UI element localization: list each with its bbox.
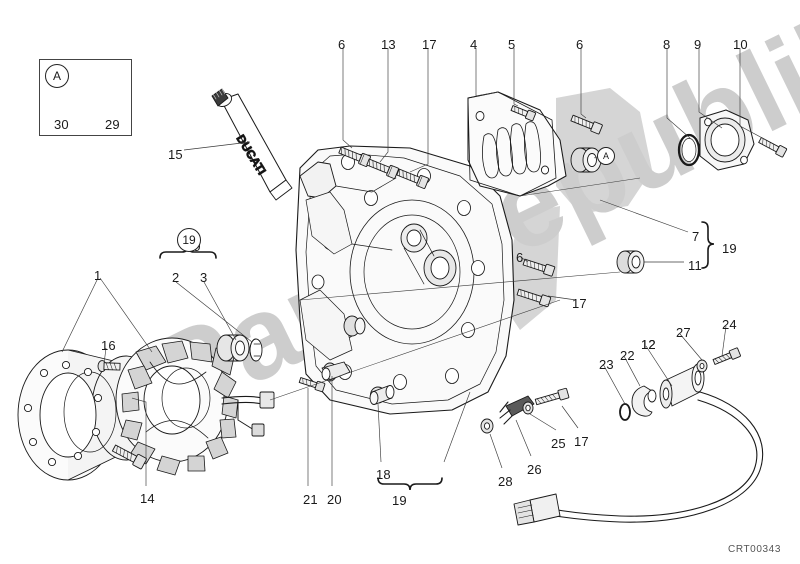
- callout-label-18: 18: [376, 467, 391, 482]
- callout-label-21: 21: [303, 492, 318, 507]
- callout-label-7: 7: [692, 229, 700, 244]
- flywheel-rotor: [17, 349, 161, 481]
- callout-label-6: 6: [576, 37, 584, 52]
- callout-label-6: 6: [516, 250, 524, 265]
- bolt-6-mid: [522, 258, 556, 277]
- stator-assembly: [115, 337, 275, 476]
- callout-label-5: 5: [508, 37, 516, 52]
- bolt-17-mid: [516, 288, 552, 308]
- callout-label-6: 6: [338, 37, 346, 52]
- callout-label-9: 9: [694, 37, 702, 52]
- assembly-marker-a-cover: A: [597, 147, 615, 165]
- callout-label-28: 28: [498, 474, 513, 489]
- speed-sensor-assembly: [513, 347, 764, 526]
- assembly-marker-19-left: 19: [177, 228, 201, 252]
- callout-label-24: 24: [722, 317, 737, 332]
- bolt-6-right: [570, 114, 603, 135]
- callout-label-15: 15: [168, 147, 183, 162]
- bolt-5: [510, 105, 537, 122]
- callout-label-16: 16: [101, 338, 116, 353]
- bushing-cover-A: [570, 147, 602, 173]
- callout-label-8: 8: [663, 37, 671, 52]
- sealant-tube: DUCATI: [211, 88, 293, 201]
- callout-label-2: 2: [172, 270, 180, 285]
- callout-label-20: 20: [327, 492, 342, 507]
- diagram-reference-code: CRT00343: [728, 544, 781, 555]
- pickup-sensor-bracket: [480, 387, 570, 434]
- callout-label-11: 11: [688, 258, 702, 273]
- callout-label-29: 29: [105, 117, 120, 132]
- callout-label-14: 14: [140, 491, 155, 506]
- callout-label-1: 1: [94, 268, 102, 283]
- callout-label-3: 3: [200, 270, 208, 285]
- callout-label-30: 30: [54, 117, 69, 132]
- callout-label-12: 12: [641, 337, 656, 352]
- callout-label-17: 17: [574, 434, 589, 449]
- detail-box-marker-a: A: [45, 64, 69, 88]
- callout-label-17: 17: [422, 37, 437, 52]
- callout-label-19: 19: [392, 493, 407, 508]
- callout-label-10: 10: [733, 37, 748, 52]
- bearing-and-circlip: [216, 334, 263, 362]
- callout-label-17: 17: [572, 296, 587, 311]
- bolt-14: [111, 444, 147, 470]
- callout-label-22: 22: [620, 348, 635, 363]
- callout-label-26: 26: [527, 462, 542, 477]
- callout-label-27: 27: [676, 325, 691, 340]
- callout-label-23: 23: [599, 357, 614, 372]
- detail-box-a: [39, 59, 132, 136]
- heat-shield-guard: [467, 91, 567, 197]
- filler-flange-assembly: [677, 109, 788, 171]
- callout-label-4: 4: [470, 37, 478, 52]
- bushing-11: [616, 250, 645, 274]
- callout-label-25: 25: [551, 436, 566, 451]
- callout-label-19: 19: [722, 241, 737, 256]
- callout-label-13: 13: [381, 37, 396, 52]
- callout-label-12: 12: [641, 337, 656, 352]
